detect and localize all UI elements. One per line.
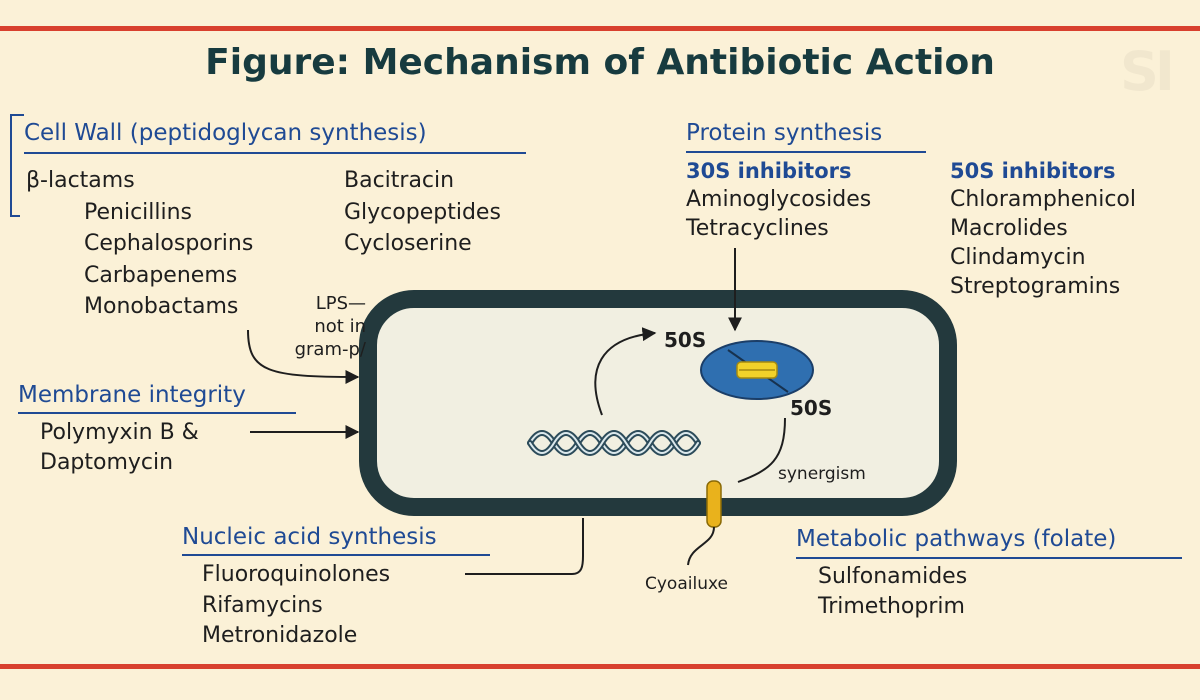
nucleic-item: Rifamycins: [202, 593, 323, 618]
metabolic-item: Sulfonamides: [818, 564, 968, 589]
beta-lactam-item: Penicillins: [84, 200, 193, 225]
lps-note-line: LPS—: [315, 293, 366, 314]
translation-arrow: [594, 327, 657, 416]
s50-item: Streptogramins: [950, 274, 1121, 299]
nucleic-item: Fluoroquinolones: [202, 562, 391, 587]
channel-label: Cyoailuxe: [645, 574, 728, 594]
s50-item: Clindamycin: [950, 245, 1086, 270]
protein-underline: [686, 151, 926, 153]
cell-wall-bracket: [10, 114, 12, 217]
membrane-channel-icon: [706, 480, 722, 528]
beta-lactam-item: Cephalosporins: [84, 231, 254, 256]
metabolic-item: Trimethoprim: [818, 594, 965, 619]
s30-item: Tetracyclines: [686, 216, 829, 241]
nucleic-underline: [182, 554, 490, 556]
cell-wall-underline: [24, 152, 526, 154]
mrna-strand-icon: [527, 430, 701, 456]
lps-note-line: gram-p/: [294, 339, 366, 360]
s30-heading: 30S inhibitors: [686, 159, 852, 183]
synergism-line: [737, 417, 786, 483]
watermark-logo: SI: [1120, 40, 1175, 103]
top-rule: [0, 26, 1200, 31]
cell-wall-heading: Cell Wall (peptidoglycan synthesis): [24, 120, 427, 146]
ribosome-label-top: 50S: [664, 328, 707, 352]
nucleic-acid-line: [465, 518, 584, 575]
s50-heading: 50S inhibitors: [950, 159, 1116, 183]
ribosome-label-bottom: 50S: [790, 396, 833, 420]
beta-lactam-item: Carbapenems: [84, 263, 238, 288]
cell-wall-other-item: Bacitracin: [344, 168, 455, 193]
cell-wall-other-item: Cycloserine: [344, 231, 472, 256]
beta-lactams-label: β-lactams: [26, 168, 135, 193]
metabolic-underline: [796, 557, 1182, 559]
synergism-label: synergism: [778, 464, 866, 484]
s30-item: Aminoglycosides: [686, 187, 872, 212]
cell-wall-arrow: [247, 329, 360, 384]
metabolic-heading: Metabolic pathways (folate): [796, 526, 1117, 552]
figure-title: Figure: Mechanism of Antibiotic Action: [205, 42, 995, 83]
s50-item: Macrolides: [950, 216, 1068, 241]
lps-note-line: not in: [314, 316, 366, 337]
membrane-item: Daptomycin: [40, 450, 174, 475]
protein-heading: Protein synthesis: [686, 120, 883, 146]
beta-lactam-item: Monobactams: [84, 294, 239, 319]
bacterial-cell: [359, 290, 957, 516]
cell-wall-bracket-top: [10, 114, 24, 116]
channel-line: [687, 526, 715, 566]
membrane-underline: [18, 412, 296, 414]
lps-note: LPS— not in gram-p/: [270, 292, 366, 361]
nucleic-heading: Nucleic acid synthesis: [182, 524, 437, 550]
s50-item: Chloramphenicol: [950, 187, 1137, 212]
cell-wall-bracket-bottom: [10, 215, 20, 217]
membrane-item: Polymyxin B &: [40, 420, 199, 445]
cell-wall-other-item: Glycopeptides: [344, 200, 501, 225]
drug-molecule-icon: [736, 361, 778, 379]
bottom-rule: [0, 664, 1200, 669]
membrane-heading: Membrane integrity: [18, 382, 246, 408]
nucleic-item: Metronidazole: [202, 623, 358, 648]
